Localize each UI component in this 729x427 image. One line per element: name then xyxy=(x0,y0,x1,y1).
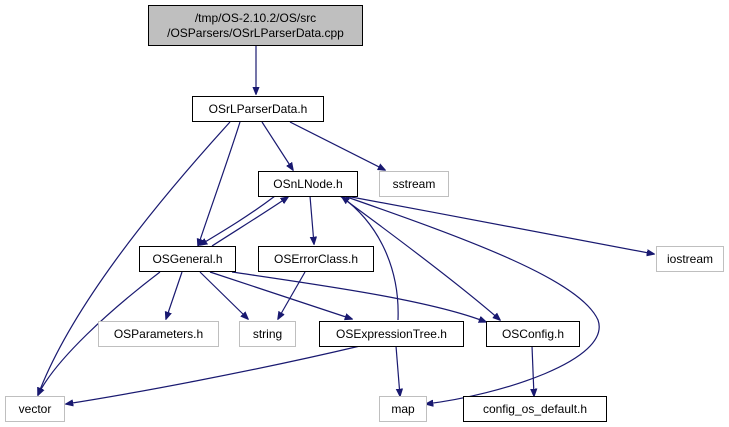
edge-osgeneral-to-osconfig xyxy=(231,271,486,322)
edge-osnlnode-to-iostream xyxy=(345,195,654,254)
edge-osnlnode-to-osgeneral xyxy=(200,195,276,245)
edge-osgeneral-to-osexpressiontree xyxy=(209,271,352,319)
node-osrlparserdata-h[interactable]: OSrLParserData.h xyxy=(192,96,324,122)
node-osrlparserdata-cpp[interactable]: /tmp/OS-2.10.2/OS/src /OSParsers/OSrLPar… xyxy=(148,5,363,46)
node-oserrorclass-h[interactable]: OSErrorClass.h xyxy=(258,246,374,272)
node-root-line-2: /OSParsers/OSrLParserData.cpp xyxy=(167,25,344,40)
node-osgeneral-h[interactable]: OSGeneral.h xyxy=(139,246,236,272)
edge-osrlparserdata-to-osnlnode xyxy=(261,121,293,170)
node-osexpressiontree-h[interactable]: OSExpressionTree.h xyxy=(319,321,464,347)
node-osconfig-h[interactable]: OSConfig.h xyxy=(486,321,580,347)
edge-osgeneral-to-vector xyxy=(38,271,161,395)
edge-osrlparserdata-to-vector xyxy=(38,121,231,395)
edge-osconfig-to-config-os-default xyxy=(532,345,534,396)
edge-osnlnode-to-oserrorclass xyxy=(309,195,314,244)
edge-osnlnode-to-map xyxy=(343,195,600,404)
edge-osgeneral-to-osparameters xyxy=(166,271,183,319)
edge-osrlparserdata-to-osgeneral xyxy=(198,121,241,246)
node-root-line-1: /tmp/OS-2.10.2/OS/src xyxy=(194,10,317,25)
edge-oserrorclass-to-string xyxy=(278,271,306,319)
edge-osgeneral-to-osnlnode xyxy=(211,197,288,247)
node-map[interactable]: map xyxy=(379,396,427,422)
edge-osexpressiontree-to-map xyxy=(395,345,400,396)
node-string[interactable]: string xyxy=(239,321,296,347)
edge-osexpressiontree-to-osnlnode xyxy=(342,197,399,321)
node-osparameters-h[interactable]: OSParameters.h xyxy=(98,321,219,347)
node-iostream[interactable]: iostream xyxy=(656,246,724,272)
node-sstream[interactable]: sstream xyxy=(379,171,449,197)
edge-osexpressiontree-to-vector xyxy=(66,345,361,404)
node-config-os-default-h[interactable]: config_os_default.h xyxy=(463,396,607,422)
edge-osrlparserdata-to-sstream xyxy=(289,121,385,170)
edge-osnlnode-to-osconfig xyxy=(339,195,500,320)
edge-osgeneral-to-string xyxy=(199,271,248,319)
node-osnlnode-h[interactable]: OSnLNode.h xyxy=(258,171,358,197)
node-vector[interactable]: vector xyxy=(5,396,65,422)
